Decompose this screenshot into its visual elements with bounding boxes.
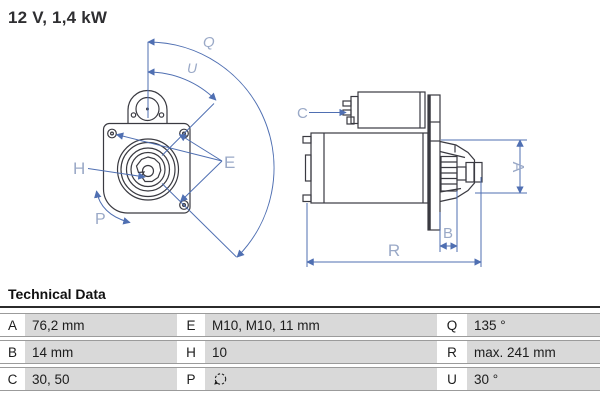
- voltage-power-rating: 12 V, 1,4 kW: [8, 8, 108, 27]
- spec-key: E: [177, 314, 205, 336]
- front-view-dimensions: [87, 38, 275, 258]
- spec-key: P: [177, 368, 205, 390]
- dim-label-c: C: [297, 105, 308, 122]
- spec-key: Q: [437, 314, 467, 336]
- spec-value: 135 °: [467, 314, 600, 336]
- spec-value: max. 241 mm: [467, 341, 600, 363]
- table-row: C 30, 50 P U 30 °: [0, 367, 600, 391]
- spec-key: B: [0, 341, 25, 363]
- technical-data-title: Technical Data: [0, 283, 600, 308]
- spec-value: 30 °: [467, 368, 600, 390]
- starter-side-view: [302, 91, 483, 231]
- dim-label-b: B: [443, 225, 453, 242]
- spec-value: 14 mm: [25, 341, 177, 363]
- dim-label-r: R: [388, 241, 400, 260]
- table-row: B 14 mm H 10 R max. 241 mm: [0, 340, 600, 364]
- dim-label-u: U: [187, 60, 198, 76]
- spec-key: H: [177, 341, 205, 363]
- side-view-dimensions: [306, 108, 527, 267]
- dim-label-p: P: [95, 211, 106, 228]
- dim-label-e: E: [224, 153, 235, 172]
- spec-value: M10, M10, 11 mm: [205, 314, 437, 336]
- spec-key: R: [437, 341, 467, 363]
- rotation-direction-icon: [214, 373, 227, 385]
- spec-key: U: [437, 368, 467, 390]
- spec-value: 76,2 mm: [25, 314, 177, 336]
- dim-label-h: H: [73, 159, 85, 178]
- spec-key: C: [0, 368, 25, 390]
- spec-value: 30, 50: [25, 368, 177, 390]
- dim-label-q: Q: [203, 34, 215, 51]
- spec-value: 10: [205, 341, 437, 363]
- technical-data-table: A 76,2 mm E M10, M10, 11 mm Q 135 ° B 14…: [0, 313, 600, 391]
- spec-value: [205, 368, 437, 390]
- technical-data-section: Technical Data A 76,2 mm E M10, M10, 11 …: [0, 283, 600, 394]
- starter-front-view: [102, 89, 191, 214]
- starter-motor-drawings: Q U E H P: [73, 34, 527, 267]
- dim-label-a: A: [509, 162, 526, 173]
- table-row: A 76,2 mm E M10, M10, 11 mm Q 135 °: [0, 313, 600, 337]
- spec-key: A: [0, 314, 25, 336]
